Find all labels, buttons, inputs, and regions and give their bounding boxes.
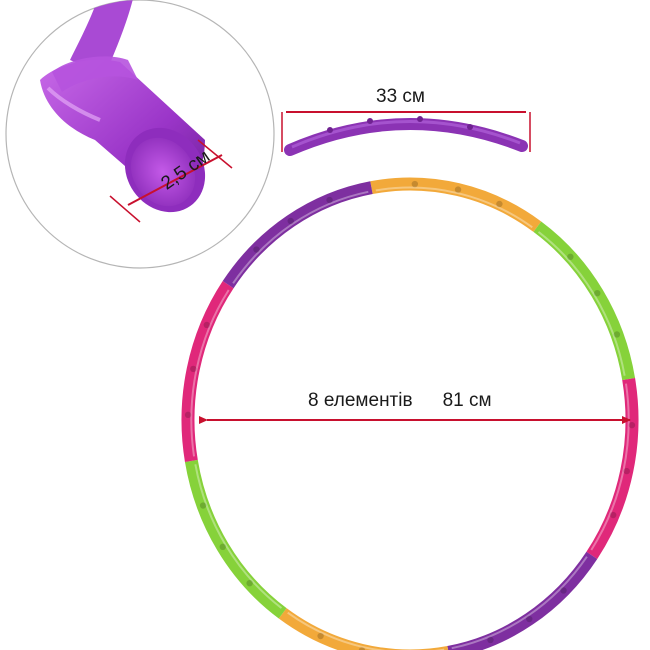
hoop-bump: [190, 365, 197, 373]
hoop-bump: [623, 467, 630, 475]
segment-length-label: 33 см: [376, 86, 425, 107]
hoop-segment-highlight: [375, 186, 533, 229]
hoop-bump: [326, 196, 333, 204]
hoop-bump: [287, 217, 294, 225]
diameter-label: 81 см: [442, 390, 492, 411]
hoop-segment-2: [533, 221, 636, 381]
hoop-bump: [454, 186, 462, 193]
hoop-segment-highlight: [190, 289, 230, 457]
hoop-bump: [567, 253, 574, 261]
hoop-segment-highlight: [232, 190, 369, 284]
hoop-segment-1: [370, 177, 542, 232]
element-count-label: 8 елементів: [308, 390, 413, 411]
hoop-bump: [253, 246, 260, 253]
hoop-bump: [628, 421, 636, 429]
hoop-bump: [358, 647, 366, 650]
hoop-bump: [411, 180, 419, 188]
hoop-segment-highlight: [451, 556, 588, 650]
hoop-bump: [594, 289, 601, 297]
hoop-segment-3: [586, 377, 639, 559]
hoop-segment-5: [278, 608, 449, 650]
hoop-segment-7: [181, 281, 234, 463]
hoop-bump: [560, 587, 567, 594]
hoop-bump: [526, 615, 533, 623]
hoop-bump: [203, 321, 211, 329]
hoop-bump: [219, 543, 226, 551]
hoop-segment-highlight: [590, 383, 630, 551]
hoop-segment-highlight: [287, 611, 445, 650]
hoop-bump: [184, 411, 192, 419]
hoop-segment-4: [447, 551, 598, 650]
diameter-label-group: 8 елементів 81 см: [308, 391, 492, 410]
hoop-ring: [181, 177, 639, 650]
hoop-bump: [609, 511, 617, 519]
tube-closeup-inset: [5, 0, 275, 269]
hoop-segment-highlight: [194, 464, 283, 609]
hoop-bump: [199, 502, 207, 509]
hoop-segment-6: [184, 459, 287, 619]
hoop-bump: [613, 331, 621, 338]
hoop-bump: [246, 579, 253, 587]
hoop-segment-8: [222, 181, 373, 289]
hoop-bump: [317, 632, 324, 640]
hoop-segment: [281, 111, 531, 156]
hoop-segment-highlight: [537, 231, 626, 376]
hoop-bump: [496, 200, 503, 208]
hoop-bump: [487, 636, 494, 644]
